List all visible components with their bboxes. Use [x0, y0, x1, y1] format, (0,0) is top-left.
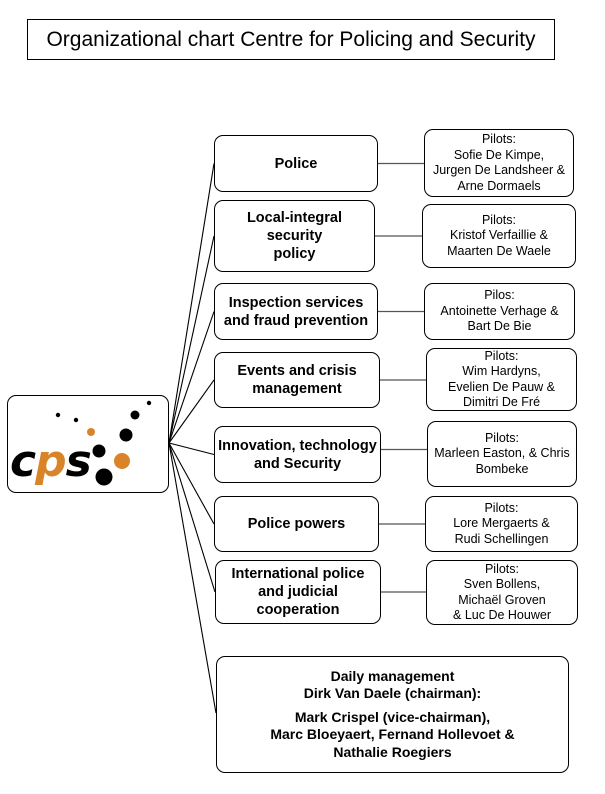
unit-box: Local-integral security policy — [214, 200, 375, 272]
daily-management-heading: Daily management — [330, 667, 455, 684]
unit-name-line: management — [252, 381, 342, 397]
unit-name-line: cooperation — [256, 602, 340, 618]
hub-connector — [168, 163, 215, 444]
unit-name-line: Local-integral security — [246, 210, 343, 244]
unit-name-line: Innovation, technology — [218, 437, 377, 454]
pilot-name-line: Bombeke — [475, 461, 529, 476]
unit-name-line: International police — [231, 566, 365, 582]
pilots-label: Pilots: — [484, 348, 519, 363]
unit-name-line: Police powers — [247, 516, 346, 532]
pilots-box: Pilos:Antoinette Verhage &Bart De Bie — [424, 283, 575, 340]
pilot-name-line: Lore Mergaerts & — [453, 516, 550, 531]
cps-logo: cps — [7, 395, 169, 493]
pilot-name-line: Sven Bollens, — [463, 577, 541, 591]
logo-dot — [92, 444, 106, 458]
pilots-label: Pilots: — [484, 561, 520, 576]
pilot-name-line: Bart De Bie — [467, 319, 532, 334]
pilot-name-line: Sofie De Kimpe, — [453, 147, 545, 162]
hub-connector — [168, 311, 215, 444]
daily-management-member: Mark Crispel (vice-chairman), — [294, 708, 491, 725]
pilot-name-line: Jurgen De Landsheer & — [432, 163, 566, 177]
hub-connector — [168, 379, 215, 444]
pilots-box: Pilots:Sofie De Kimpe,Jurgen De Landshee… — [424, 129, 574, 197]
pilot-name-line: Dimitri De Fré — [462, 395, 541, 409]
pilots-box: Pilots:Kristof Verfaillie &Maarten De Wa… — [422, 204, 576, 268]
daily-management-member: Marc Bloeyaert, Fernand Hollevoet & — [270, 726, 515, 743]
pilot-name-line: Kristof Verfaillie & — [450, 228, 548, 243]
unit-name-line: and Security — [253, 455, 342, 472]
pilot-name-line: Antoinette Verhage & — [440, 303, 559, 318]
unit-name-line: policy — [273, 246, 316, 262]
pilots-box: Pilots:Lore Mergaerts &Rudi Schellingen — [425, 496, 578, 552]
hub-connector — [168, 442, 216, 593]
unit-name-line: and fraud prevention — [223, 312, 369, 329]
pilot-name-line: Wim Hardyns, — [462, 364, 541, 378]
unit-box: Police powers — [214, 496, 379, 552]
logo-dot — [55, 412, 61, 418]
pilots-box: Pilots:Sven Bollens,Michaël Groven& Luc … — [426, 560, 578, 625]
unit-box: Police — [214, 135, 378, 192]
unit-name-line: Events and crisis — [237, 363, 357, 379]
logo-dot-accent — [114, 453, 130, 469]
unit-name-line: Inspection services — [228, 294, 364, 311]
unit-box: International police and judicial cooperat… — [215, 560, 381, 624]
daily-management-member: Nathalie Roegiers — [333, 743, 452, 760]
unit-name-line: Police — [274, 155, 318, 172]
chart-title: Organizational chart Centre for Policing… — [27, 19, 555, 60]
logo-dot-accent — [87, 428, 95, 436]
hub-connector — [168, 235, 215, 444]
logo-dot — [95, 468, 113, 486]
pilot-name-line: Arne Dormaels — [457, 178, 541, 193]
pilots-label: Pilots: — [484, 430, 520, 445]
logo-dots — [55, 400, 152, 486]
logo-letter-s: s — [65, 436, 92, 487]
unit-box: Events and crisis management — [214, 352, 380, 408]
logo-dot — [119, 428, 133, 442]
pilot-name-line: Evelien De Pauw & — [447, 379, 555, 394]
pilots-label: Pilots: — [481, 132, 517, 146]
logo-dot — [146, 400, 152, 406]
logo-dot — [130, 410, 140, 420]
hub-connector — [168, 442, 217, 714]
chart-title-text: Organizational chart Centre for Policing… — [46, 27, 536, 51]
pilot-name-line: Rudi Schellingen — [454, 531, 549, 546]
pilot-name-line: Maarten De Waele — [447, 243, 551, 258]
daily-management-chairman: Dirk Van Daele (chairman): — [303, 685, 482, 702]
logo-letter-p: p — [35, 436, 66, 487]
unit-name-line: and judicial — [258, 584, 338, 600]
daily-management-box: Daily management Dirk Van Daele (chairma… — [216, 656, 569, 773]
pilot-name-line: & Luc De Houwer — [453, 608, 551, 622]
pilots-label: Pilos: — [484, 288, 515, 303]
hub-connector — [168, 442, 215, 456]
pilots-label: Pilots: — [484, 500, 519, 515]
pilots-label: Pilots: — [481, 212, 517, 227]
logo-letter-c: c — [10, 436, 36, 487]
hub-connector — [168, 442, 215, 525]
pilots-box: Pilots:Wim Hardyns,Evelien De Pauw &Dimi… — [426, 348, 577, 411]
logo-dot — [73, 417, 79, 423]
pilot-name-line: Marleen Easton, & Chris — [434, 446, 570, 461]
pilot-name-line: Michaël Groven — [458, 592, 546, 607]
logo-wordmark: cps — [10, 436, 92, 487]
